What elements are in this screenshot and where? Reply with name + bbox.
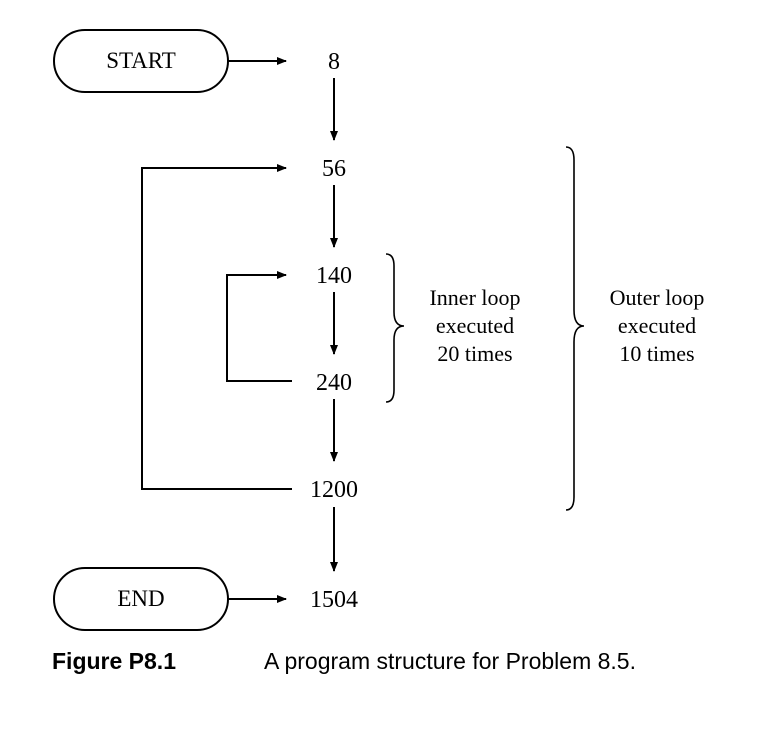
- node-8: 8: [328, 49, 340, 75]
- inner-loop-line1: Inner loop: [429, 285, 520, 310]
- inner-loop-line3: 20 times: [437, 341, 512, 366]
- outer-loop-note: Outer loop executed 10 times: [610, 285, 705, 366]
- figure-number: Figure P8.1: [52, 648, 176, 674]
- inner-loop-back-arrow: [226, 271, 292, 382]
- node-140: 140: [316, 263, 352, 289]
- end-label: END: [117, 586, 164, 611]
- outer-loop-line3: 10 times: [619, 341, 694, 366]
- figure-caption: Figure P8.1 A program structure for Probl…: [52, 648, 752, 675]
- inner-loop-note: Inner loop executed 20 times: [429, 285, 520, 366]
- program-structure-diagram: START 8 56 140 240 1200 1504 Inner loop …: [53, 29, 705, 631]
- node-1504: 1504: [310, 587, 358, 613]
- outer-loop-line1: Outer loop: [610, 285, 705, 310]
- node-56: 56: [322, 156, 346, 182]
- start-label: START: [106, 48, 176, 73]
- start-terminal: START: [53, 29, 229, 93]
- inner-loop-line2: executed: [436, 313, 514, 338]
- node-1200: 1200: [310, 477, 358, 503]
- outer-loop-back-arrow: [141, 164, 292, 490]
- node-240: 240: [316, 370, 352, 396]
- inner-loop-brace: [385, 253, 405, 403]
- end-terminal: END: [53, 567, 229, 631]
- figure-caption-text: A program structure for Problem 8.5.: [264, 648, 636, 674]
- outer-loop-brace: [565, 146, 585, 511]
- outer-loop-line2: executed: [618, 313, 696, 338]
